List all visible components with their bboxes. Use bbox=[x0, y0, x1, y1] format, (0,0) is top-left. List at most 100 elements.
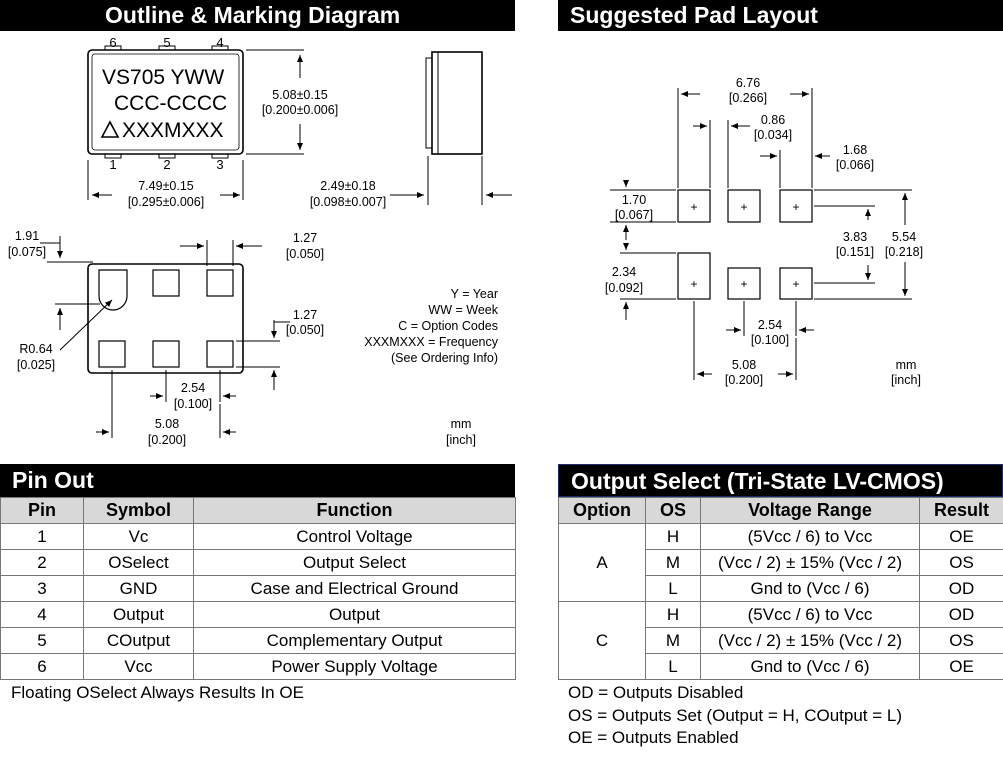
pinout-cell-function: Output bbox=[193, 601, 516, 628]
dim-width-in: [0.295±0.006] bbox=[128, 195, 204, 209]
dim-254-in: [0.100] bbox=[174, 397, 212, 411]
pad-dim-383-in: [0.151] bbox=[836, 245, 874, 259]
pad-mark: + bbox=[690, 277, 697, 291]
marking-line-2: CCC-CCCC bbox=[114, 92, 227, 115]
pinout-cell-symbol: Output bbox=[83, 601, 194, 628]
dim-191-in: [0.075] bbox=[8, 245, 46, 259]
table-row: M(Vcc / 2) ± 15% (Vcc / 2)OS bbox=[559, 549, 1003, 576]
pad-dim-234-in: [0.092] bbox=[605, 281, 643, 295]
marking-line-3: XXXMXXX bbox=[122, 119, 224, 142]
col-option: Option bbox=[558, 497, 646, 524]
legend-line-1: Y = Year bbox=[451, 287, 498, 301]
package-side-view bbox=[425, 51, 483, 155]
col-pin: Pin bbox=[0, 497, 84, 524]
os-cell-os: H bbox=[645, 523, 701, 550]
pad-dim-383-mm: 3.83 bbox=[843, 230, 867, 244]
pin-label-1: 1 bbox=[109, 157, 116, 172]
os-cell-range: (5Vcc / 6) to Vcc bbox=[700, 601, 920, 628]
os-cell-range: (Vcc / 2) ± 15% (Vcc / 2) bbox=[700, 549, 920, 576]
pad-dim-170-mm: 1.70 bbox=[622, 193, 646, 207]
pad-dim-254-in: [0.100] bbox=[751, 333, 789, 347]
legend-line-5: (See Ordering Info) bbox=[391, 351, 498, 365]
pinout-cell-pin: 3 bbox=[0, 575, 84, 602]
pad-units-inch: [inch] bbox=[891, 373, 921, 387]
pinout-cell-function: Case and Electrical Ground bbox=[193, 575, 516, 602]
pad-dim-254-mm: 2.54 bbox=[758, 318, 782, 332]
pinout-cell-symbol: Vcc bbox=[83, 653, 194, 680]
os-cell-range: (5Vcc / 6) to Vcc bbox=[700, 523, 920, 550]
pad-dim-168-in: [0.066] bbox=[836, 158, 874, 172]
os-cell-result: OE bbox=[919, 523, 1003, 550]
os-cell-os: L bbox=[645, 653, 701, 680]
pin1-triangle-icon bbox=[100, 120, 120, 138]
pin-label-5: 5 bbox=[163, 35, 170, 50]
os-cell-os: L bbox=[645, 575, 701, 602]
pad-dim-170-in: [0.067] bbox=[615, 208, 653, 222]
pinout-note: Floating OSelect Always Results In OE bbox=[11, 683, 304, 702]
pinout-cell-function: Complementary Output bbox=[193, 627, 516, 654]
col-result: Result bbox=[919, 497, 1003, 524]
os-cell-range: Gnd to (Vcc / 6) bbox=[700, 653, 920, 680]
col-voltage-range: Voltage Range bbox=[700, 497, 920, 524]
pinout-cell-symbol: COutput bbox=[83, 627, 194, 654]
pin-label-4: 4 bbox=[216, 35, 223, 50]
col-os: OS bbox=[645, 497, 701, 524]
pinout-cell-symbol: OSelect bbox=[83, 549, 194, 576]
os-cell-range: (Vcc / 2) ± 15% (Vcc / 2) bbox=[700, 627, 920, 654]
outline-units-mm: mm bbox=[451, 417, 472, 431]
os-note-od: OD = Outputs Disabled bbox=[568, 683, 744, 702]
pinout-cell-pin: 1 bbox=[0, 523, 84, 550]
col-symbol: Symbol bbox=[83, 497, 194, 524]
dim-thickness-mm: 2.49±0.18 bbox=[320, 179, 376, 193]
outline-header: Outline & Marking Diagram bbox=[0, 0, 515, 31]
pinout-cell-function: Output Select bbox=[193, 549, 516, 576]
dim-508-mm: 5.08 bbox=[155, 417, 179, 431]
pinout-cell-pin: 5 bbox=[0, 627, 84, 654]
os-cell-result: OE bbox=[919, 653, 1003, 680]
pad-dim-554-in: [0.218] bbox=[885, 245, 923, 259]
os-cell-os: M bbox=[645, 627, 701, 654]
legend-line-2: WW = Week bbox=[428, 303, 498, 317]
marking-line-1: VS705 YWW bbox=[102, 66, 224, 89]
pinout-cell-symbol: Vc bbox=[83, 523, 194, 550]
pinout-cell-function: Power Supply Voltage bbox=[193, 653, 516, 680]
pad-dim-168-mm: 1.68 bbox=[843, 143, 867, 157]
dim-radius-in: [0.025] bbox=[17, 358, 55, 372]
legend-line-4: XXXMXXX = Frequency bbox=[364, 335, 498, 349]
dim-127a-in: [0.050] bbox=[286, 247, 324, 261]
pin-label-3: 3 bbox=[216, 157, 223, 172]
legend-line-3: C = Option Codes bbox=[398, 319, 498, 333]
pin-label-6: 6 bbox=[109, 35, 116, 50]
outline-units-inch: [inch] bbox=[446, 433, 476, 447]
dim-127b-mm: 1.27 bbox=[293, 308, 317, 322]
dim-508-in: [0.200] bbox=[148, 433, 186, 447]
table-row: M(Vcc / 2) ± 15% (Vcc / 2)OS bbox=[559, 627, 1003, 654]
os-cell-result: OD bbox=[919, 575, 1003, 602]
pad-dim-508-in: [0.200] bbox=[725, 373, 763, 387]
pad-layout-header: Suggested Pad Layout bbox=[558, 0, 1003, 31]
dim-width-mm: 7.49±0.15 bbox=[138, 179, 194, 193]
os-cell-option: C bbox=[558, 601, 646, 680]
mechanical-drawings: 6 5 4 1 2 3 VS705 YWW CCC-CCCC XXXMXXX 5… bbox=[8, 35, 923, 447]
pad-mark: + bbox=[792, 200, 799, 214]
dim-thickness-in: [0.098±0.007] bbox=[310, 195, 386, 209]
dim-height-mm: 5.08±0.15 bbox=[272, 88, 328, 102]
pinout-header: Pin Out bbox=[0, 464, 515, 497]
pad-mark: + bbox=[740, 200, 747, 214]
pad-dim-234-mm: 2.34 bbox=[612, 265, 636, 279]
pinout-cell-pin: 6 bbox=[0, 653, 84, 680]
pinout-cell-pin: 4 bbox=[0, 601, 84, 628]
pinout-cell-symbol: GND bbox=[83, 575, 194, 602]
pad-grid bbox=[677, 189, 813, 300]
pin-label-2: 2 bbox=[163, 157, 170, 172]
dim-254-mm: 2.54 bbox=[181, 381, 205, 395]
